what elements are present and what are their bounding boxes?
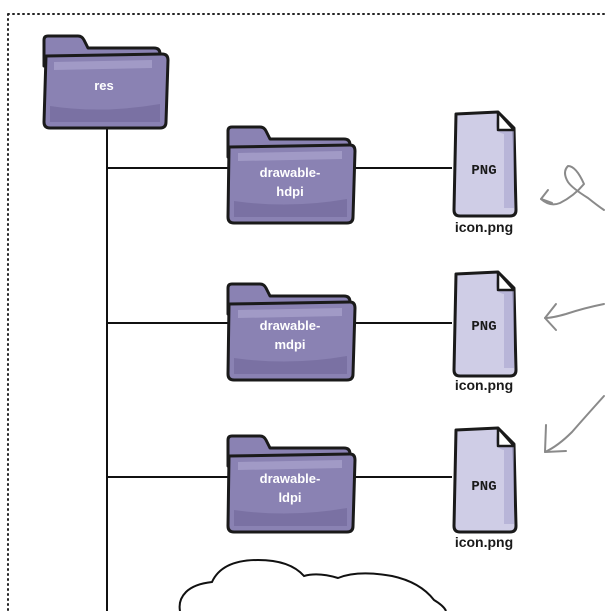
file-ldpi: PNG <box>452 426 518 534</box>
pointer-arrows <box>540 165 605 453</box>
arrow-to-mdpi-file <box>544 303 605 319</box>
subfolder-mdpi: drawable- mdpi <box>226 282 357 382</box>
subfolder-hdpi-label-line2: hdpi <box>276 184 303 199</box>
file-mdpi: PNG <box>452 270 518 378</box>
subfolder-ldpi-label-line2: ldpi <box>278 490 301 505</box>
file-mdpi-badge: PNG <box>471 319 496 335</box>
arrowhead-ldpi <box>544 424 567 453</box>
png-file-icon <box>452 270 518 378</box>
arrowhead-hdpi <box>540 189 553 204</box>
folder-icon <box>226 434 357 534</box>
file-ldpi-name: icon.png <box>455 534 513 550</box>
dotted-frame <box>7 13 607 611</box>
thought-cloud <box>178 558 447 611</box>
root-folder-label: res <box>94 78 114 93</box>
arrow-to-ldpi-file <box>544 395 605 453</box>
subfolder-hdpi: drawable- hdpi <box>226 125 357 225</box>
arrow-to-hdpi-file <box>540 165 605 211</box>
subfolder-hdpi-label-line1: drawable- <box>260 165 321 180</box>
file-ldpi-badge: PNG <box>471 479 496 495</box>
subfolder-ldpi-label-line1: drawable- <box>260 471 321 486</box>
folder-icon <box>226 282 357 382</box>
subfolder-ldpi: drawable- ldpi <box>226 434 357 534</box>
png-file-icon <box>452 110 518 218</box>
png-file-icon <box>452 426 518 534</box>
folder-icon <box>42 34 170 130</box>
subfolder-mdpi-label-line1: drawable- <box>260 318 321 333</box>
file-hdpi: PNG <box>452 110 518 218</box>
file-mdpi-name: icon.png <box>455 377 513 393</box>
file-hdpi-name: icon.png <box>455 219 513 235</box>
arrowhead-mdpi <box>544 303 557 331</box>
file-hdpi-badge: PNG <box>471 163 496 179</box>
folder-icon <box>226 125 357 225</box>
subfolder-mdpi-label-line2: mdpi <box>274 337 305 352</box>
tree-connectors <box>106 127 452 611</box>
root-folder: res <box>42 34 170 130</box>
